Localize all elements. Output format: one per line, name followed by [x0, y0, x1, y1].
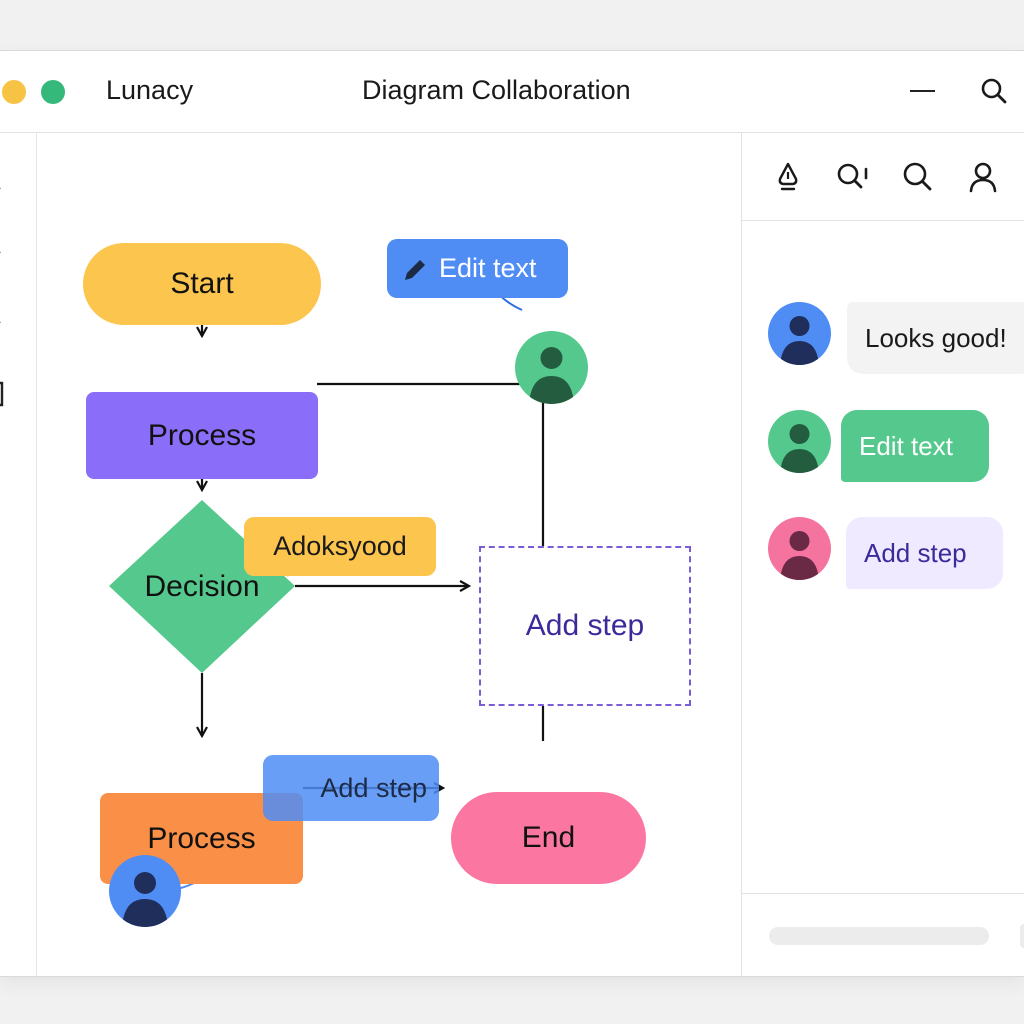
node-start[interactable]: Start	[83, 243, 321, 325]
comments-panel: Looks good! Edit text Add step	[741, 133, 1024, 976]
search-icon[interactable]	[902, 161, 934, 193]
node-end-label: End	[521, 821, 576, 854]
search-comment-icon[interactable]	[835, 161, 871, 193]
comment-text: Edit text	[859, 430, 953, 461]
window-minimize-dot[interactable]	[2, 80, 26, 104]
comment-composer	[742, 893, 1024, 977]
minimize-icon[interactable]	[910, 90, 935, 92]
pencil-icon	[405, 259, 425, 280]
comment-text: Add step	[864, 537, 967, 568]
collab-label-adoksyood-text: Adoksyood	[273, 531, 407, 561]
window-title: Diagram Collaboration	[362, 75, 631, 105]
comment-bubble[interactable]: Add step	[846, 517, 1003, 589]
user-icon	[780, 316, 819, 365]
comment-avatar[interactable]	[768, 302, 831, 365]
comment-bubble[interactable]: Looks good!	[847, 302, 1024, 374]
user-icon	[529, 347, 574, 404]
user-icon	[780, 531, 819, 580]
tool-frame-icon[interactable]	[0, 381, 4, 407]
node-end[interactable]: End	[451, 792, 646, 884]
comment-bubble[interactable]: Edit text	[841, 410, 989, 482]
title-bar: Lunacy Diagram Collaboration	[0, 51, 1024, 133]
user-icon	[122, 872, 168, 927]
node-process-1-label: Process	[147, 418, 257, 452]
node-start-label: Start	[170, 267, 234, 300]
panel-toolbar	[742, 133, 1024, 221]
diagram-canvas[interactable]: Start Process Decision Process End Add s…	[37, 133, 740, 976]
app-name: Lunacy	[106, 75, 194, 105]
comment-avatar[interactable]	[768, 517, 831, 580]
comment-avatar[interactable]	[768, 410, 831, 473]
comment-text: Looks good!	[865, 322, 1007, 353]
collab-label-adoksyood[interactable]: Adoksyood	[244, 517, 436, 576]
collab-label-add-step[interactable]: Add step	[263, 755, 439, 821]
node-process-1[interactable]: Process	[86, 392, 318, 479]
tool-line-icon[interactable]	[0, 245, 4, 257]
search-icon[interactable]	[980, 77, 1008, 105]
app-window: Lunacy Diagram Collaboration	[0, 50, 1024, 977]
user-icon	[780, 424, 819, 473]
collab-label-add-step-text: Add step	[320, 772, 427, 803]
left-tool-strip	[0, 133, 37, 976]
collaborator-avatar-blue[interactable]	[109, 855, 181, 927]
add-step-placeholder[interactable]: Add step	[479, 546, 691, 706]
collaborator-avatar-green[interactable]	[515, 331, 588, 404]
tool-pointer-icon[interactable]	[0, 181, 4, 193]
comment-input[interactable]	[769, 927, 989, 945]
node-decision-label: Decision	[144, 570, 260, 603]
add-step-placeholder-label: Add step	[525, 609, 645, 642]
collab-label-edit-text[interactable]: Edit text	[387, 239, 568, 298]
node-decision[interactable]: Decision	[109, 566, 295, 608]
send-button[interactable]	[1020, 924, 1024, 948]
collab-label-edit-text-text: Edit text	[439, 253, 537, 283]
pen-tip-icon[interactable]	[775, 161, 801, 193]
node-process-2-label: Process	[147, 821, 256, 855]
tool-shape-icon[interactable]	[0, 315, 4, 327]
window-zoom-dot[interactable]	[41, 80, 65, 104]
user-icon[interactable]	[968, 161, 998, 193]
